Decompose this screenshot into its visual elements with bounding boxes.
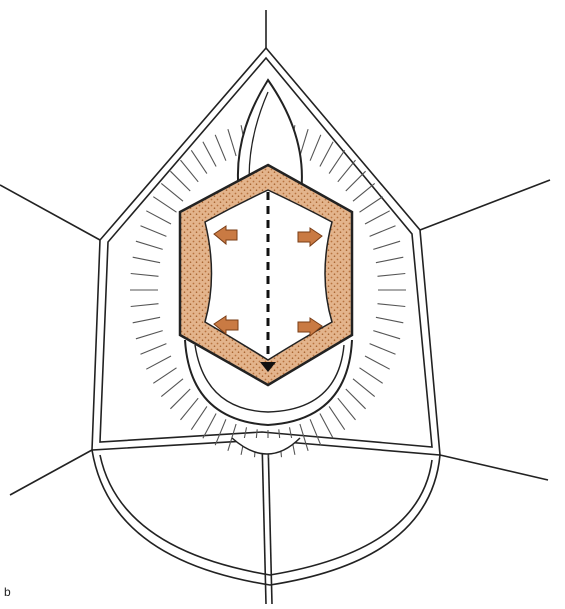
hatch-line (378, 274, 406, 277)
hatch-line (191, 406, 207, 429)
hatch-line (131, 304, 159, 307)
hatch-line (370, 344, 396, 355)
hatch-line (365, 356, 390, 369)
panel-label: b (4, 585, 11, 599)
hatch-line (153, 368, 176, 384)
hatch-line (203, 142, 216, 167)
hatch-line (133, 317, 160, 323)
hatch-line (373, 331, 400, 339)
hatch-line (360, 197, 383, 213)
hatch-line (215, 419, 226, 445)
hatch-line (376, 317, 403, 323)
hatch-line (161, 379, 183, 397)
hatch-line (353, 183, 375, 201)
hatch-line (181, 398, 199, 420)
hatch-line (373, 241, 400, 249)
hatch-line (320, 414, 333, 439)
hatch-line (181, 160, 199, 182)
hatch-line (300, 129, 308, 156)
hatch-line (153, 197, 176, 213)
hatch-line (146, 356, 171, 369)
hatch-line (370, 226, 396, 237)
hatch-line (141, 344, 167, 355)
hatch-line (131, 274, 159, 277)
hatch-line (310, 419, 321, 445)
hatch-line (320, 142, 333, 167)
hatch-line (346, 171, 366, 191)
hatch-line (338, 398, 356, 420)
hatch-line (170, 389, 190, 409)
hatch-line (360, 368, 383, 384)
hatch-line (215, 135, 226, 161)
hatch-line (191, 150, 207, 173)
hatch-line (228, 129, 236, 156)
hatch-line (228, 424, 236, 451)
hatch-line (329, 406, 345, 429)
hatch-line (346, 389, 366, 409)
hatch-line (170, 171, 190, 191)
hatch-line (329, 150, 345, 173)
hatch-line (133, 257, 160, 263)
hatch-line (376, 257, 403, 263)
hatch-line (365, 211, 390, 224)
hatch-line (300, 424, 308, 451)
hatch-line (136, 331, 163, 339)
hatch-line (141, 226, 167, 237)
hatch-line (353, 379, 375, 397)
hatch-line (146, 211, 171, 224)
hatch-line (338, 160, 356, 182)
hatch-line (378, 304, 406, 307)
hatch-line (161, 183, 183, 201)
hatch-line (136, 241, 163, 249)
hatch-line (310, 135, 321, 161)
